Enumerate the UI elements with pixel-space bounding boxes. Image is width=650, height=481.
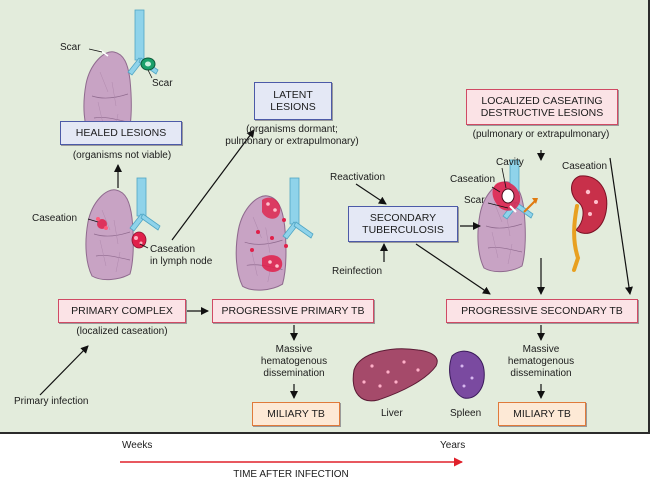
latent-lesions-box: LATENT LESIONS [254,82,332,120]
healed-lung-illustration [83,9,159,143]
spleen-label: Spleen [450,408,482,419]
progressive-primary-tb-box: PROGRESSIVE PRIMARY TB [212,299,374,323]
liver-label: Liver [381,408,403,419]
arrow-primary-infection [39,345,89,396]
caseation-kidney-label: Caseation [562,161,608,172]
leader-caseation [87,218,99,223]
arrow-reactivation [355,183,387,205]
localized-caseating-box: LOCALIZED CASEATING DESTRUCTIVE LESIONS [466,89,618,125]
leader-caseation-lymph [139,243,149,249]
localized-caseation-label: (localized caseation) [76,326,168,337]
leader-cavity [501,167,507,189]
progressive-primary-lung-illustration [235,177,314,291]
leader-scar-right [487,202,509,209]
progressive-secondary-tb-box: PROGRESSIVE SECONDARY TB [446,299,638,323]
secondary-lung-illustration [477,159,538,273]
scar-label-right: Scar [464,195,485,206]
leader-caseation-mid [491,186,501,193]
scar-label-top: Scar [60,42,81,53]
caseation-label-mid: Caseation [450,174,496,185]
organisms-not-viable-label: (organisms not viable) [72,150,172,161]
leader-scar-node [147,69,153,79]
spleen-illustration [449,350,485,399]
timeline-weeks-label: Weeks [122,440,153,451]
scar-label-node: Scar [152,78,173,89]
caseation-lymph-node-label: Caseation in lymph node [150,244,213,267]
massive-dissemination-label-left: Massive hematogenous dissemination [260,344,328,379]
caseation-label-left: Caseation [32,213,78,224]
miliary-tb-box-left: MILIARY TB [252,402,340,426]
healed-lesions-box: HEALED LESIONS [60,121,182,145]
arrow-kidney-to-progressive [609,157,633,295]
miliary-tb-box-right: MILIARY TB [498,402,586,426]
timeline-title: TIME AFTER INFECTION [233,469,349,480]
timeline-years-label: Years [440,440,466,451]
primary-lung-illustration [85,177,161,281]
flow-arrows [39,48,633,399]
primary-complex-box: PRIMARY COMPLEX [58,299,186,323]
arrow-to-progressive-secondary [415,243,491,295]
reinfection-label: Reinfection [332,266,383,277]
organisms-dormant-label: (organisms dormant; pulmonary or extrapu… [225,124,359,147]
liver-illustration [352,348,438,402]
secondary-tuberculosis-box: SECONDARY TUBERCULOSIS [348,206,458,242]
pulmonary-or-extrapulmonary-label: (pulmonary or extrapulmonary) [472,129,610,140]
primary-infection-label: Primary infection [14,396,89,407]
cavity-label: Cavity [496,157,524,168]
arrow-to-latent [171,129,255,241]
massive-dissemination-label-right: Massive hematogenous dissemination [507,344,575,379]
reactivation-label: Reactivation [330,172,386,183]
leader-scar-top [88,48,103,53]
kidney-illustration [571,175,608,272]
